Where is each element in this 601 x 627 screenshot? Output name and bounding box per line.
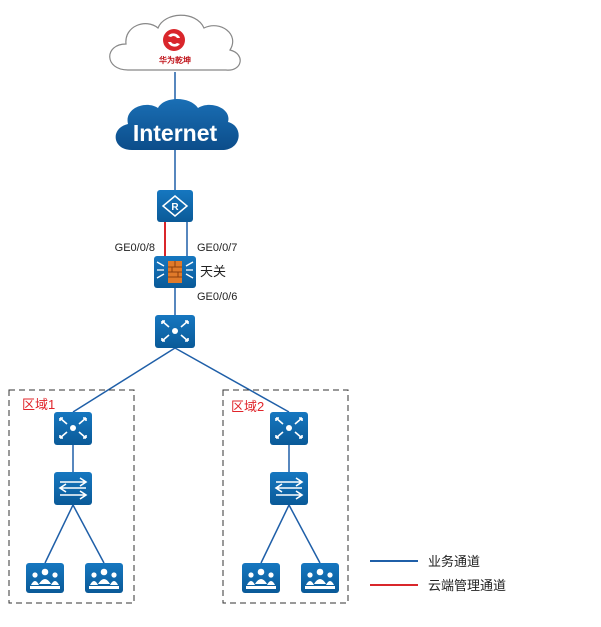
core-switch-icon: [59, 417, 87, 439]
legend-label-service: 业务通道: [428, 554, 480, 569]
core-switch[interactable]: [155, 315, 195, 348]
huawei-qiankun-logo-icon: [163, 29, 185, 51]
internet-cloud[interactable]: Internet: [115, 99, 239, 150]
link-core-zone1: [72, 347, 176, 413]
zone-1-aggregation-switch[interactable]: [54, 412, 92, 445]
user-group-icon: [89, 568, 119, 589]
l2-switch-icon: [58, 477, 88, 500]
l2-switch-icon: [274, 477, 304, 500]
legend-label-mgmt: 云端管理通道: [428, 578, 506, 593]
link-core-zone2: [174, 347, 290, 413]
port-label-down: GE0/0/6: [197, 291, 237, 303]
user-group-icon: [30, 568, 60, 589]
links: [44, 72, 321, 564]
port-label-left: GE0/0/8: [115, 242, 155, 254]
link-z1-access-users-b: [72, 504, 105, 564]
zone-2-access-switch[interactable]: [270, 472, 308, 505]
zone-2-user-group-b[interactable]: [301, 563, 339, 593]
legend-item-mgmt: 云端管理通道: [370, 578, 506, 593]
link-z1-access-users-a: [44, 504, 74, 564]
zone-2-label: 区域2: [231, 399, 264, 414]
svg-text:R: R: [171, 202, 179, 213]
user-group-icon: [246, 568, 276, 589]
link-z2-access-users-b: [288, 504, 321, 564]
gateway-label: 天关: [200, 264, 226, 279]
cloud-brand-label: 华为乾坤: [159, 55, 191, 65]
internet-cloud-icon: [115, 99, 239, 150]
zone-1-user-group-b[interactable]: [85, 563, 123, 593]
zone-1-user-group-a[interactable]: [26, 563, 64, 593]
core-switch-icon: [161, 320, 189, 342]
link-z2-access-users-a: [260, 504, 290, 564]
router-icon: R: [161, 195, 189, 217]
port-label-right: GE0/0/7: [197, 242, 237, 254]
egress-router[interactable]: R: [157, 190, 193, 222]
legend: 业务通道 云端管理通道: [370, 554, 506, 593]
zone-1-border: [8, 389, 135, 604]
zone-2: 区域2: [222, 389, 349, 604]
zone-1-label: 区域1: [22, 397, 55, 412]
zone-1: 区域1: [8, 389, 135, 604]
legend-item-service: 业务通道: [370, 554, 480, 569]
zone-1-access-switch[interactable]: [54, 472, 92, 505]
zone-2-border: [222, 389, 349, 604]
gateway-device[interactable]: 天关: [154, 256, 226, 288]
user-group-icon: [305, 568, 335, 589]
core-switch-icon: [275, 417, 303, 439]
zone-2-user-group-a[interactable]: [242, 563, 280, 593]
zone-2-aggregation-switch[interactable]: [270, 412, 308, 445]
firewall-icon: [156, 261, 194, 283]
cloud-management-platform[interactable]: 华为乾坤: [109, 14, 241, 71]
internet-label: Internet: [133, 120, 218, 146]
